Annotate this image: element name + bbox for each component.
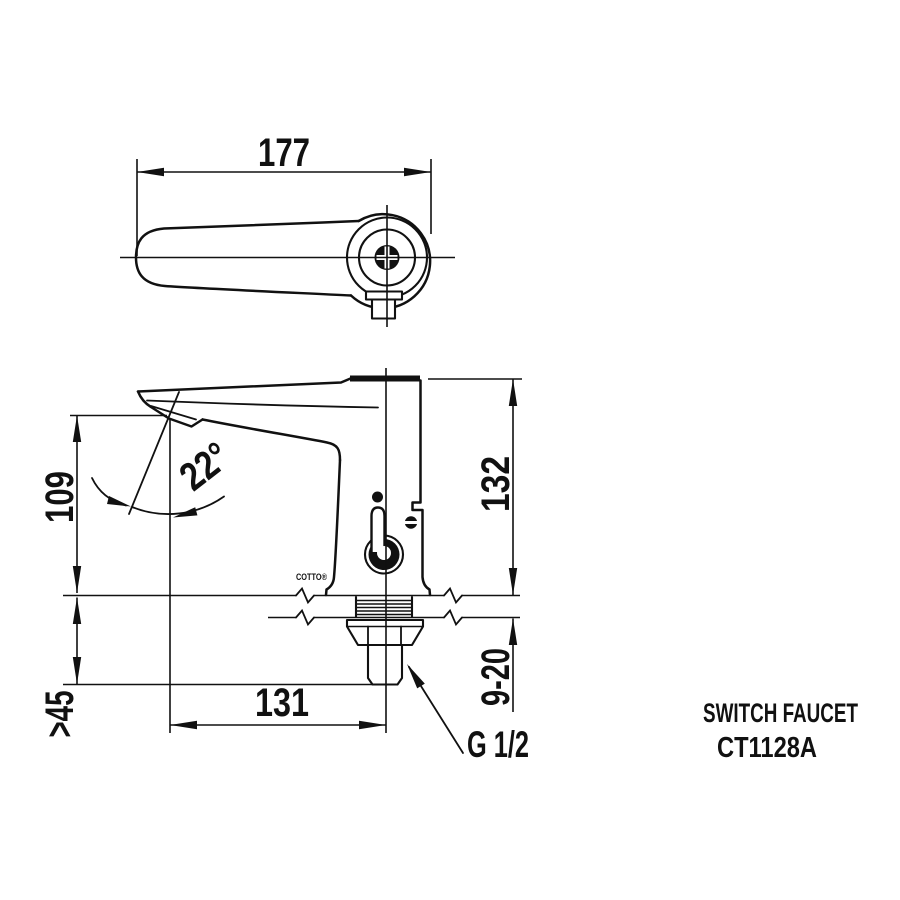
brand-logo: COTTO®	[296, 572, 327, 583]
break-mark-bottom	[295, 608, 463, 627]
dim-131-label: 131	[255, 681, 309, 725]
dim-9-20-label: 9-20	[474, 648, 518, 706]
lever-ring-hole	[377, 546, 391, 560]
dim-109: 109	[38, 414, 167, 593]
top-view-switch-base	[364, 290, 404, 301]
spout-beak-inner-line	[150, 405, 197, 421]
dim-min45: >45	[38, 597, 372, 738]
product-model: CT1128A	[717, 732, 817, 764]
supply-pipe	[366, 643, 404, 686]
thread-g12-label: G 1/2	[467, 724, 529, 765]
top-view-centerlines	[120, 205, 455, 327]
top-view: 177	[120, 131, 455, 327]
dim-109-label: 109	[38, 471, 82, 523]
side-view: COTTO®	[63, 368, 520, 733]
lever-dot-icon	[372, 491, 383, 503]
mounting-nut	[345, 618, 425, 647]
angle-arc	[131, 495, 225, 515]
angle-reference-line	[128, 391, 180, 515]
dim-132: 132	[428, 378, 522, 595]
spout-beak-outline	[136, 390, 204, 428]
dim-177: 177	[136, 131, 432, 256]
dim-132-label: 132	[474, 456, 518, 512]
break-mark-top	[295, 586, 463, 605]
spout-crease-line	[146, 399, 379, 409]
dim-131: 131	[170, 681, 386, 730]
angle-22-label: 22°	[172, 434, 238, 499]
body-right-edge	[411, 379, 432, 597]
title-block: SWITCH FAUCET CT1128A	[703, 698, 858, 764]
threaded-shank	[354, 595, 414, 619]
product-title: SWITCH FAUCET	[703, 698, 858, 728]
dim-177-label: 177	[258, 131, 310, 175]
lever-arm	[370, 506, 386, 552]
counter-deck	[63, 586, 520, 627]
dim-min45-label: >45	[38, 691, 82, 738]
body-left-edge	[324, 458, 342, 597]
top-view-switch-tab	[370, 298, 397, 320]
spout-underside	[201, 418, 342, 462]
switch-lever	[363, 491, 418, 575]
dim-9-20: 9-20	[474, 618, 518, 712]
thread-callout: G 1/2	[407, 664, 529, 765]
spout-top-edge	[136, 377, 352, 393]
